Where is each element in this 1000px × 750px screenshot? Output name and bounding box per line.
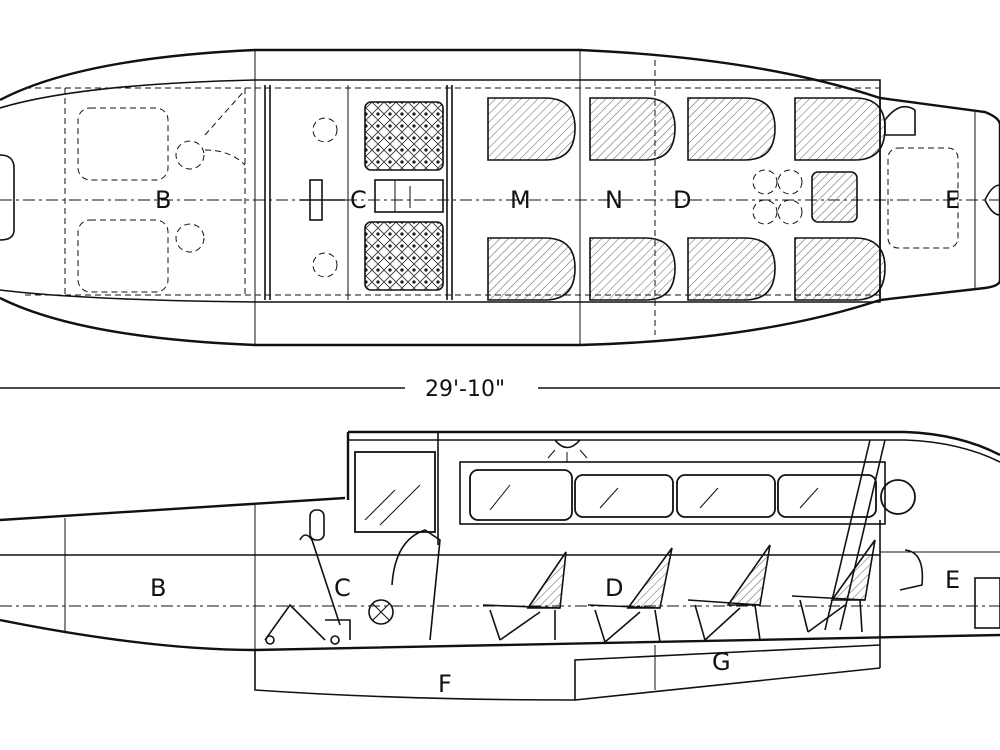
side-label-c: C: [334, 574, 351, 602]
plan-cabin-seats: [487, 97, 886, 301]
plan-label-n: N: [605, 186, 623, 214]
plan-view: B C M N D E: [0, 48, 1000, 347]
plan-hull-outline: [0, 48, 1000, 347]
plan-label-c: C: [350, 186, 367, 214]
plan-label-b: B: [155, 186, 171, 214]
side-hull-outline: [0, 496, 1000, 652]
side-cabin-roof: [348, 430, 1000, 457]
side-label-d: D: [605, 574, 623, 602]
dimension-line: 29'-10": [0, 377, 1000, 402]
side-label-e: E: [945, 566, 960, 594]
side-label-f: F: [438, 670, 452, 698]
overall-length-dimension: 29'-10": [425, 377, 505, 402]
plan-label-m: M: [510, 186, 531, 214]
plan-label-d: D: [673, 186, 691, 214]
side-passenger-chairs: [482, 539, 876, 643]
side-view: B C D E F G: [0, 430, 1000, 701]
plan-deck-line: [0, 79, 881, 303]
plan-label-e: E: [945, 186, 960, 214]
side-label-g: G: [712, 648, 731, 676]
side-windows: [469, 469, 916, 521]
side-label-b: B: [150, 574, 166, 602]
